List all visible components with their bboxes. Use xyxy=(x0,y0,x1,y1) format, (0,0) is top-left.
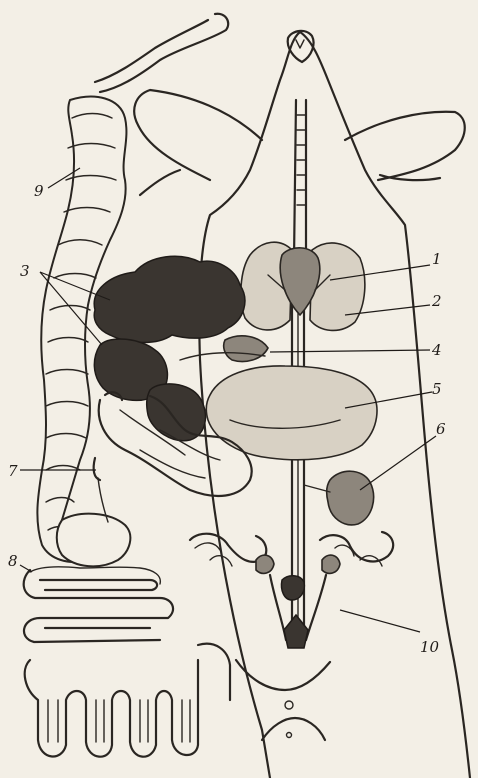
label-3: 3 xyxy=(20,262,30,280)
ovary-right xyxy=(322,555,340,573)
pancreas xyxy=(180,336,268,362)
label-6: 6 xyxy=(436,420,446,438)
label-5: 5 xyxy=(432,380,442,398)
label-1: 1 xyxy=(432,250,442,268)
label-4: 4 xyxy=(431,341,442,359)
thoracic-organs xyxy=(241,242,365,330)
label-2: 2 xyxy=(431,292,442,310)
label-8: 8 xyxy=(8,552,18,570)
ovary-left xyxy=(256,555,274,573)
bladder xyxy=(281,576,304,600)
stomach xyxy=(206,366,377,460)
kidney xyxy=(304,471,374,525)
label-7: 7 xyxy=(8,462,18,480)
small-intestine xyxy=(24,567,230,757)
label-9: 9 xyxy=(34,182,44,200)
label-10: 10 xyxy=(420,638,440,656)
